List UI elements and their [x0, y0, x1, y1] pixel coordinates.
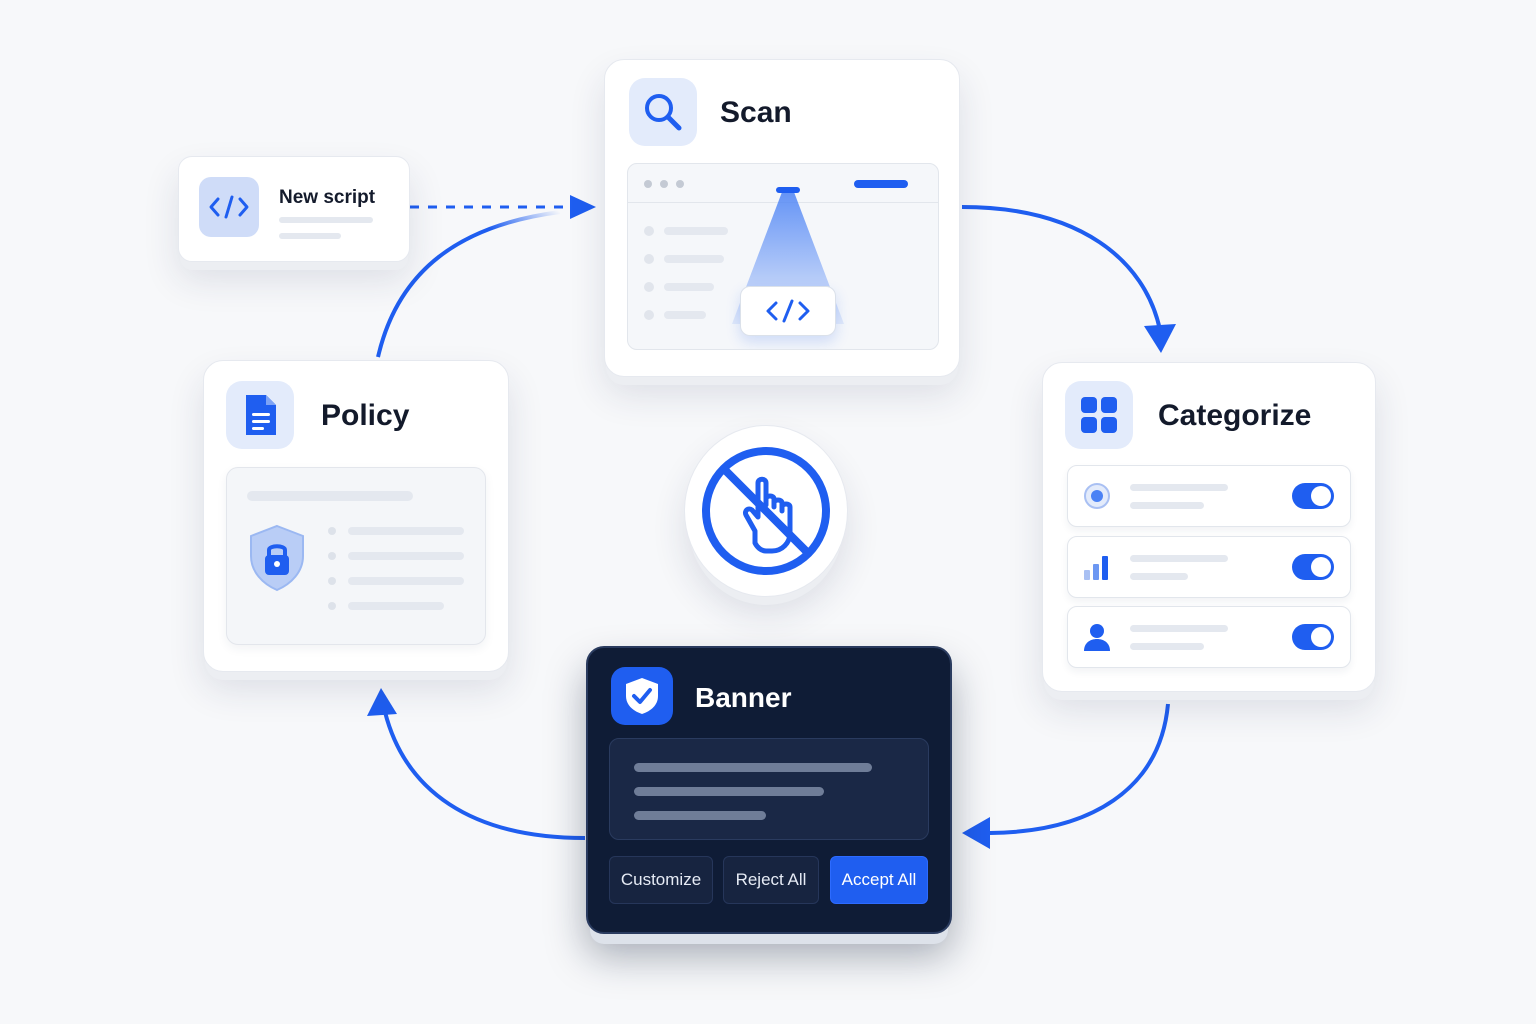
arrow-categorize-to-banner	[989, 703, 1170, 835]
shield-check-icon	[611, 667, 673, 725]
window-dot	[676, 180, 684, 188]
window-dot	[660, 180, 668, 188]
code-icon	[766, 299, 810, 323]
new-script-label: New script	[279, 187, 376, 208]
placeholder-line	[348, 552, 464, 560]
placeholder-line	[1130, 484, 1228, 491]
customize-button[interactable]: Customize	[609, 856, 713, 904]
placeholder-line	[634, 787, 824, 796]
placeholder-line	[247, 491, 413, 501]
policy-card[interactable]: Policy	[203, 360, 509, 672]
placeholder-line	[1130, 573, 1188, 580]
address-bar	[854, 180, 908, 188]
category-row[interactable]	[1067, 536, 1351, 598]
placeholder-line	[664, 227, 728, 235]
code-icon	[199, 177, 259, 237]
banner-title: Banner	[695, 682, 792, 713]
category-toggle[interactable]	[1292, 624, 1334, 650]
banner-card[interactable]: Banner Customize Reject All Accept All	[586, 646, 952, 934]
search-icon	[629, 78, 697, 146]
category-toggle[interactable]	[1292, 483, 1334, 509]
placeholder-line	[664, 311, 706, 319]
placeholder-line	[634, 763, 872, 772]
placeholder-line	[1130, 555, 1228, 562]
user-icon	[1084, 624, 1110, 651]
arrowhead-banner	[962, 817, 990, 849]
categorize-card[interactable]: Categorize	[1042, 362, 1376, 692]
list-bullet	[328, 577, 336, 585]
category-row[interactable]	[1067, 465, 1351, 527]
arrow-policy-to-scan	[376, 210, 561, 358]
policy-title: Policy	[321, 399, 410, 432]
placeholder-line	[348, 602, 444, 610]
placeholder-line	[1130, 502, 1204, 509]
arrowhead-policy	[367, 688, 397, 716]
list-bullet	[644, 282, 654, 292]
list-bullet	[328, 527, 336, 535]
placeholder-line	[664, 283, 714, 291]
list-bullet	[644, 226, 654, 236]
placeholder-line	[1130, 643, 1204, 650]
placeholder-line	[279, 217, 373, 223]
placeholder-line	[634, 811, 766, 820]
no-click-badge	[684, 425, 848, 597]
document-icon	[226, 381, 294, 449]
target-icon	[1084, 483, 1110, 509]
shield-lock-icon	[250, 524, 304, 592]
arrowhead-scan	[570, 195, 596, 219]
policy-document	[226, 467, 486, 645]
banner-message	[609, 738, 929, 840]
list-bullet	[328, 602, 336, 610]
list-bullet	[644, 310, 654, 320]
scan-card[interactable]: Scan	[604, 59, 960, 377]
scan-title: Scan	[720, 96, 792, 129]
bar-chart-icon	[1084, 556, 1108, 580]
placeholder-line	[348, 577, 464, 585]
browser-mockup	[627, 163, 939, 350]
reject-all-button[interactable]: Reject All	[723, 856, 819, 904]
accept-all-button[interactable]: Accept All	[830, 856, 928, 904]
arrow-scan-to-categorize	[961, 205, 1162, 331]
list-bullet	[328, 552, 336, 560]
grid-icon	[1065, 381, 1133, 449]
arrow-banner-to-policy	[383, 711, 586, 840]
no-click-icon	[702, 447, 830, 575]
category-toggle[interactable]	[1292, 554, 1334, 580]
placeholder-line	[279, 233, 341, 239]
new-script-card[interactable]: New script	[178, 156, 410, 262]
placeholder-line	[664, 255, 724, 263]
arrowhead-categorize	[1144, 324, 1176, 353]
category-row[interactable]	[1067, 606, 1351, 668]
placeholder-line	[1130, 625, 1228, 632]
placeholder-line	[348, 527, 464, 535]
code-badge	[740, 286, 836, 336]
list-bullet	[644, 254, 654, 264]
categorize-title: Categorize	[1158, 399, 1312, 432]
window-dot	[644, 180, 652, 188]
